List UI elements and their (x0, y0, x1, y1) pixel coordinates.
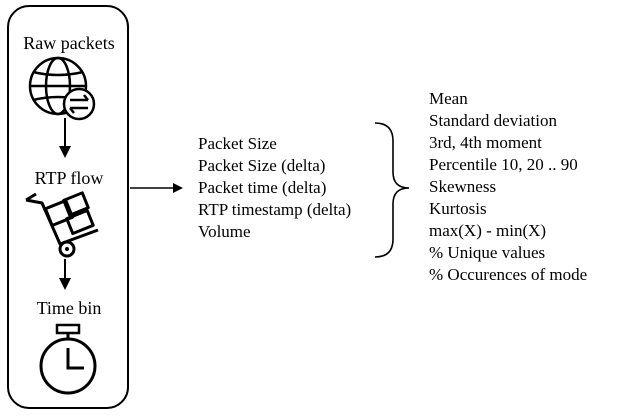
statistic-item: Skewness (429, 177, 497, 196)
statistics-list: Mean Standard deviation 3rd, 4th moment … (429, 88, 587, 286)
feature-item: Volume (198, 222, 251, 241)
arrow-to-features (130, 183, 183, 193)
statistic-item: Kurtosis (429, 199, 487, 218)
arrow-raw-to-rtp (59, 118, 71, 158)
statistic-item: Percentile 10, 20 .. 90 (429, 155, 578, 174)
curly-brace (374, 122, 410, 258)
hand-truck-icon (25, 191, 99, 258)
feature-list: Packet Size Packet Size (delta) Packet t… (198, 133, 351, 243)
feature-item: Packet time (delta) (198, 178, 327, 197)
pipeline-container (7, 5, 129, 409)
statistic-item: max(X) - min(X) (429, 221, 547, 240)
stage-label-raw-packets: Raw packets (23, 33, 115, 53)
statistic-item: % Occurences of mode (429, 265, 588, 284)
feature-item: RTP timestamp (delta) (198, 200, 352, 219)
stage-label-time-bin: Time bin (36, 298, 102, 318)
statistic-item: Standard deviation (429, 111, 557, 130)
globe-network-icon (28, 56, 96, 121)
statistic-item: Mean (429, 89, 468, 108)
arrow-rtp-to-timebin (59, 259, 71, 290)
statistic-item: 3rd, 4th moment (429, 133, 542, 152)
stage-label-rtp-flow: RTP flow (34, 168, 104, 188)
feature-item: Packet Size (delta) (198, 156, 326, 175)
feature-item: Packet Size (198, 134, 277, 153)
statistic-item: % Unique values (429, 243, 546, 262)
stopwatch-icon (39, 323, 97, 395)
